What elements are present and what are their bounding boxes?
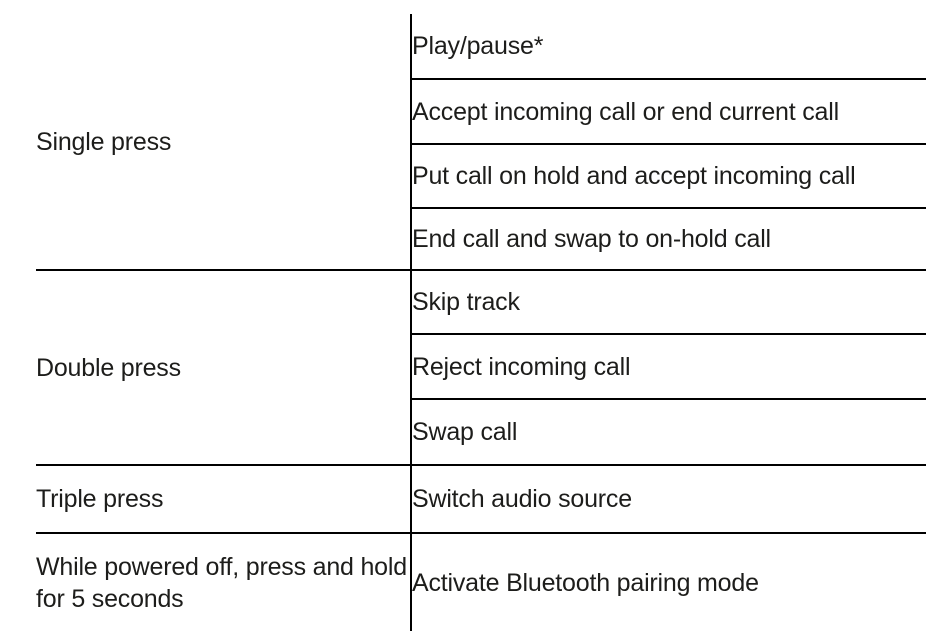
action-cell: Switch audio source	[410, 464, 926, 533]
action-cell: Put call on hold and accept incoming cal…	[410, 143, 926, 208]
action-cell: Skip track	[410, 269, 926, 334]
action-cell: Accept incoming call or end current call	[410, 78, 926, 144]
button-functions-table: Single press Play/pause* Accept incoming…	[36, 14, 926, 631]
action-cell: Swap call	[410, 398, 926, 465]
press-type-cell-triple-press: Triple press	[36, 464, 411, 533]
action-cell: Activate Bluetooth pairing mode	[410, 532, 926, 631]
action-cell: End call and swap to on-hold call	[410, 207, 926, 270]
press-type-cell-powered-off-hold: While powered off, press and hold for 5 …	[36, 532, 411, 631]
table-wrapper: Single press Play/pause* Accept incoming…	[36, 14, 926, 631]
press-type-cell-single-press: Single press	[36, 127, 172, 156]
press-type-cell-double-press: Double press	[36, 269, 411, 465]
action-cell: Reject incoming call	[410, 333, 926, 399]
action-cell: Play/pause*	[410, 14, 926, 79]
